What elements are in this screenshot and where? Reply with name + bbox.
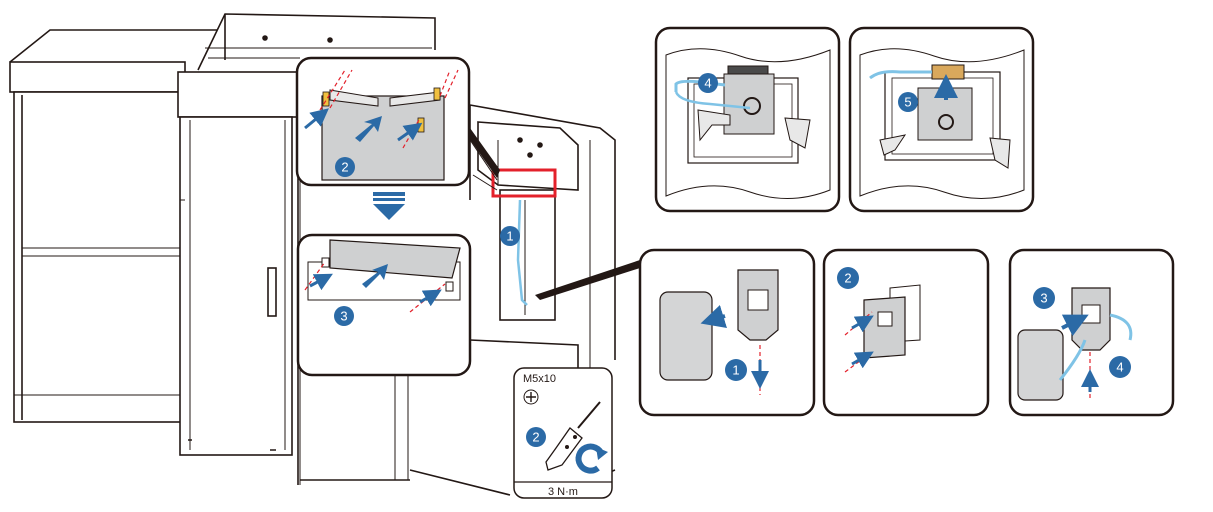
highlight-box: [491, 168, 557, 198]
screwdriver-icon: [545, 401, 601, 471]
bracket-box-3-4: 3 4: [1008, 248, 1175, 417]
callout-main-1: 1: [500, 226, 520, 246]
zoom-wedge-upper: [462, 128, 500, 178]
svg-text:3: 3: [1040, 291, 1047, 306]
down-arrow-icon: [373, 192, 405, 220]
top-frame: [197, 13, 436, 71]
tool-callout-2: 2: [526, 427, 546, 447]
door-handle: [267, 267, 277, 317]
svg-text:5: 5: [904, 95, 911, 110]
screw-spec-label: M5x10: [523, 373, 556, 385]
panel-cable: [516, 199, 528, 306]
inset-step-3: 3: [296, 233, 472, 377]
zoom-wedge-lower: [535, 260, 640, 300]
svg-text:1: 1: [732, 363, 739, 378]
torque-label: 3 N·m: [548, 486, 578, 498]
inset-step-2: 2: [295, 56, 471, 187]
svg-text:3: 3: [340, 309, 347, 324]
bracket-box-1: 1: [638, 248, 816, 417]
side-panel: [499, 189, 556, 321]
svg-text:1: 1: [506, 229, 513, 244]
cable-box-4: 4: [654, 26, 841, 213]
svg-text:4: 4: [704, 76, 711, 91]
cable-box-5: 5: [848, 26, 1035, 213]
bracket-box-2: 2: [822, 248, 990, 417]
clockwise-arrow-icon: [575, 443, 608, 474]
tool-box: M5x10 2 3 N·m: [513, 367, 613, 499]
cabinet-door: [177, 71, 299, 456]
svg-text:2: 2: [532, 430, 539, 445]
cross-screw-icon: [523, 389, 539, 405]
svg-text:4: 4: [1116, 360, 1123, 375]
left-cabinet: [9, 29, 231, 423]
svg-text:2: 2: [341, 160, 348, 175]
top-box: [477, 121, 579, 191]
svg-text:2: 2: [844, 271, 851, 286]
